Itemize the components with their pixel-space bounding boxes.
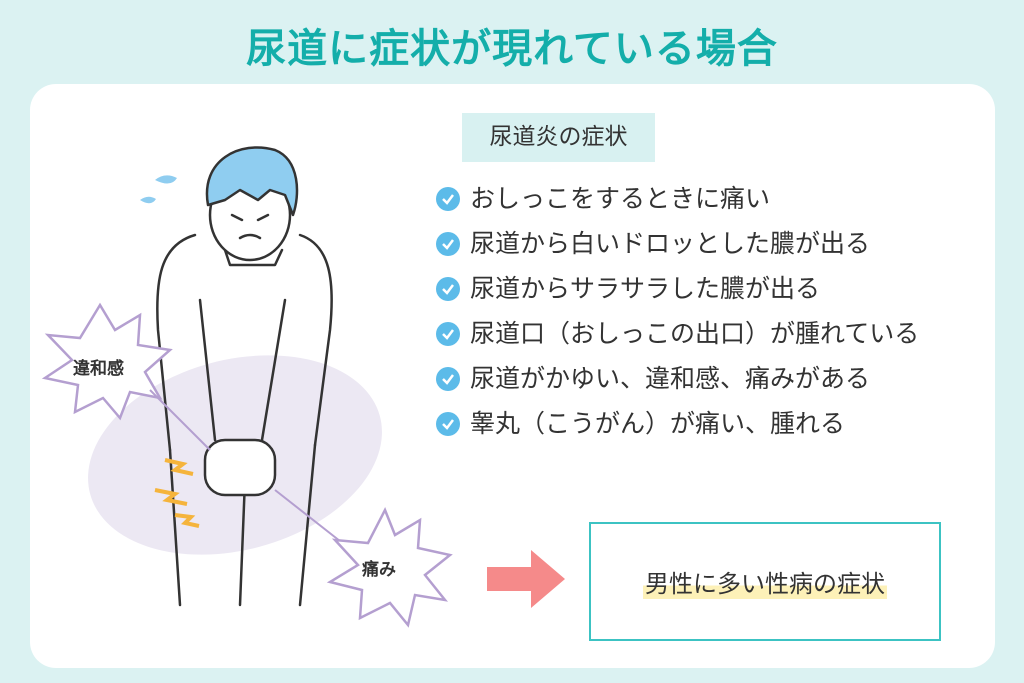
discomfort-burst xyxy=(41,302,173,421)
sweat-drops xyxy=(140,175,177,204)
check-icon xyxy=(436,277,460,301)
list-item: おしっこをするときに痛い xyxy=(436,176,919,221)
check-icon xyxy=(436,187,460,211)
list-item: 尿道から白いドロッとした膿が出る xyxy=(436,221,919,266)
result-box: 男性に多い性病の症状 xyxy=(589,522,941,641)
hair xyxy=(205,146,299,217)
list-item: 睾丸（こうがん）が痛い、腫れる xyxy=(436,401,919,446)
pain-burst xyxy=(326,506,453,628)
check-icon xyxy=(436,232,460,256)
body-outline xyxy=(156,233,333,452)
list-item: 尿道からサラサラした膿が出る xyxy=(436,266,919,311)
pain-label: 痛み xyxy=(362,560,396,580)
list-item: 尿道口（おしっこの出口）が腫れている xyxy=(436,311,919,356)
right-arrow-icon xyxy=(487,550,565,608)
check-icon xyxy=(436,322,460,346)
result-text: 男性に多い性病の症状 xyxy=(643,564,887,599)
symptom-list: おしっこをするときに痛い 尿道から白いドロッとした膿が出る 尿道からサラサラした… xyxy=(436,176,919,446)
section-subtitle: 尿道炎の症状 xyxy=(462,113,655,162)
page-title: 尿道に症状が現れている場合 xyxy=(246,26,778,72)
check-icon xyxy=(436,367,460,391)
man-in-pain-illustration xyxy=(41,146,453,628)
check-icon xyxy=(436,412,460,436)
discomfort-label: 違和感 xyxy=(73,359,124,379)
list-item: 尿道がかゆい、違和感、痛みがある xyxy=(436,356,919,401)
pain-spark-icons xyxy=(154,458,200,528)
